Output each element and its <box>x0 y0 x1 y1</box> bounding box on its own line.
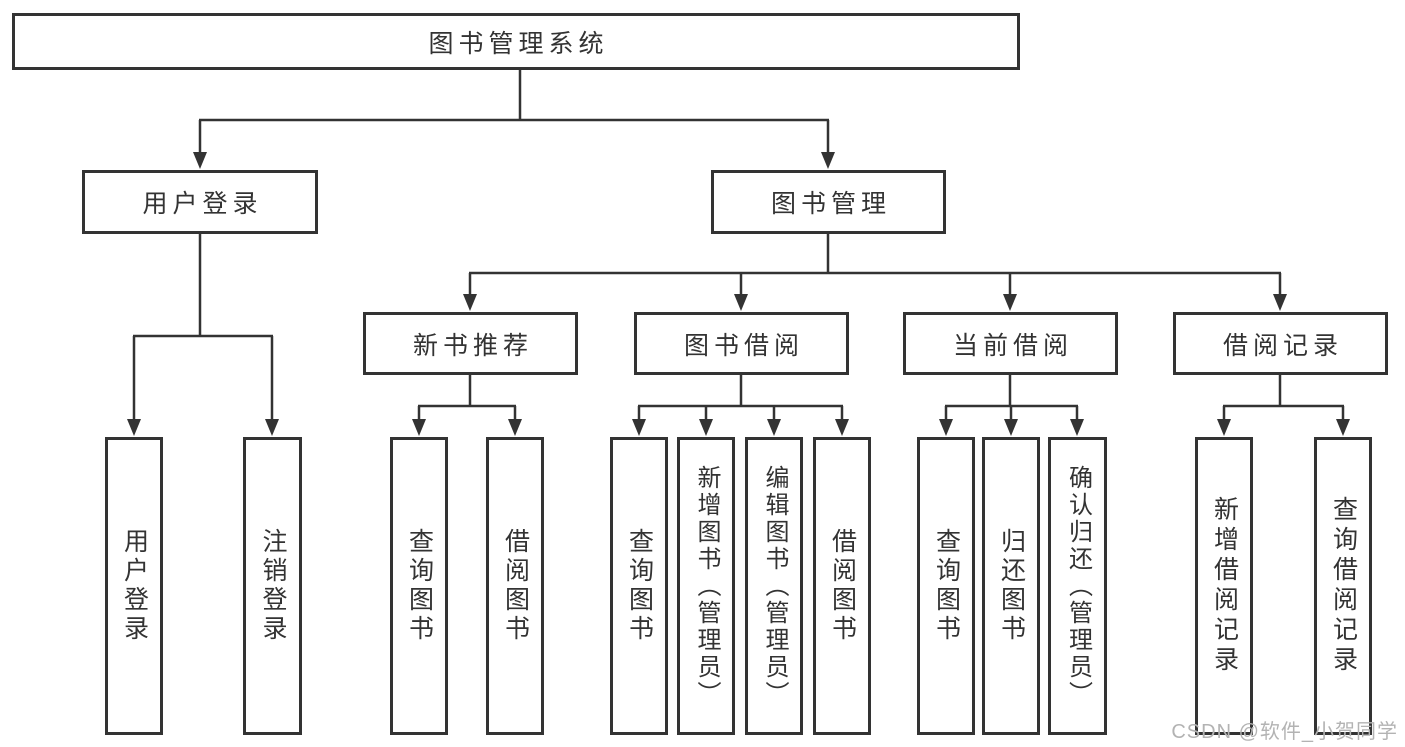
node-label: 用户登录 <box>120 528 149 644</box>
node-label: 图书管理 <box>770 190 891 218</box>
node-label: 查询图书 <box>405 528 434 644</box>
node-user-login: 用户登录 <box>82 170 318 234</box>
node-label: 查询图书 <box>625 528 654 644</box>
node-label: 新增借阅记录 <box>1210 496 1239 676</box>
node-label: 用户登录 <box>142 190 263 218</box>
node-label: 新增图书（管理员） <box>693 464 720 708</box>
node-label: 归还图书 <box>997 528 1026 644</box>
node-current-borrowing: 当前借阅 <box>903 312 1118 375</box>
node-label: 注销登录 <box>259 528 287 644</box>
node-label: 借阅图书 <box>501 528 530 644</box>
node-label: 查询借阅记录 <box>1329 496 1358 676</box>
leaf-user-login: 用户登录 <box>105 437 163 735</box>
leaf-query-books-1: 查询图书 <box>390 437 448 735</box>
csdn-watermark: CSDN @软件_小贺同学 <box>1171 721 1398 743</box>
node-label: 借阅记录 <box>1222 331 1343 360</box>
node-label: 图书借阅 <box>683 331 804 360</box>
node-new-book-recommendation: 新书推荐 <box>363 312 578 375</box>
leaf-return-books: 归还图书 <box>982 437 1040 735</box>
leaf-confirm-return-admin: 确认归还（管理员） <box>1048 437 1107 735</box>
leaf-query-borrow-record: 查询借阅记录 <box>1314 437 1372 735</box>
node-label: 当前借阅 <box>952 331 1073 360</box>
node-label: 编辑图书（管理员） <box>761 464 788 708</box>
leaf-edit-books-admin: 编辑图书（管理员） <box>745 437 803 735</box>
node-label: 图书管理系统 <box>428 29 609 58</box>
node-borrowing-records: 借阅记录 <box>1173 312 1388 375</box>
node-library-management-system: 图书管理系统 <box>12 13 1020 70</box>
leaf-add-books-admin: 新增图书（管理员） <box>677 437 735 735</box>
node-book-management: 图书管理 <box>711 170 946 234</box>
leaf-add-borrow-record: 新增借阅记录 <box>1195 437 1253 735</box>
leaf-borrow-books-2: 借阅图书 <box>813 437 871 735</box>
arrowheads <box>127 152 1350 436</box>
node-label: 确认归还（管理员） <box>1064 464 1092 708</box>
node-book-borrowing: 图书借阅 <box>634 312 849 375</box>
leaf-query-books-3: 查询图书 <box>917 437 975 735</box>
leaf-logout: 注销登录 <box>243 437 302 735</box>
leaf-borrow-books-1: 借阅图书 <box>486 437 544 735</box>
node-label: 查询图书 <box>932 528 961 644</box>
leaf-query-books-2: 查询图书 <box>610 437 668 735</box>
node-label: 借阅图书 <box>828 528 857 644</box>
node-label: 新书推荐 <box>412 331 533 360</box>
